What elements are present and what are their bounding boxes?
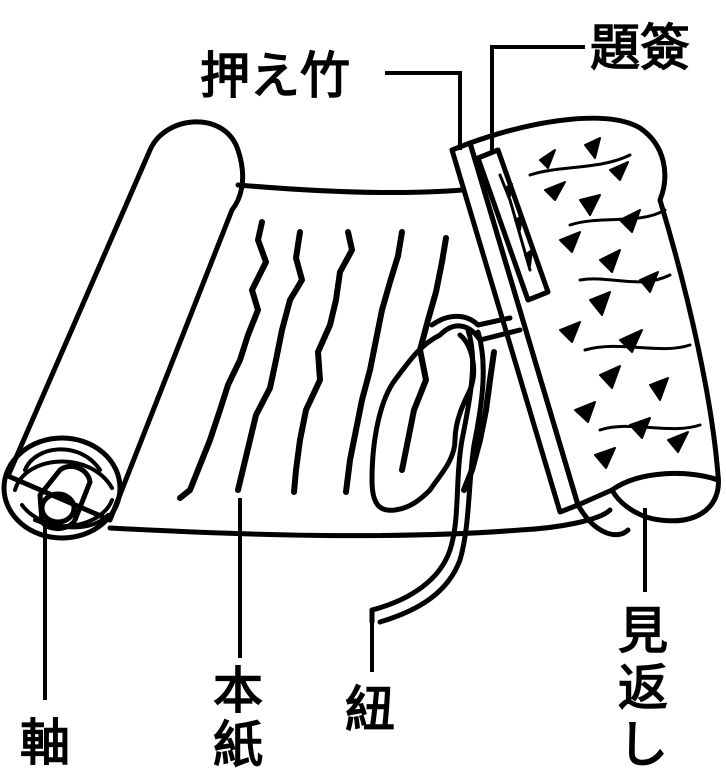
axis-rod [40, 466, 90, 528]
label-honshi-1: 本 [213, 662, 263, 720]
label-daisen: 題簽 [590, 19, 690, 77]
label-mikaeshi-1: 見 [618, 602, 668, 660]
label-mikaeshi-3: し [618, 716, 668, 774]
label-osaedake: 押え竹 [200, 47, 350, 105]
label-himo: 紐 [345, 681, 395, 739]
label-mikaeshi-2: 返 [618, 659, 668, 717]
calligraphy-text [180, 222, 494, 498]
label-honshi-2: 紙 [213, 716, 263, 774]
cord [372, 316, 520, 622]
scroll-roll-left [4, 122, 243, 538]
leader-lines [45, 47, 645, 700]
label-jiku: 軸 [20, 714, 70, 772]
endpaper-pattern [530, 138, 700, 468]
